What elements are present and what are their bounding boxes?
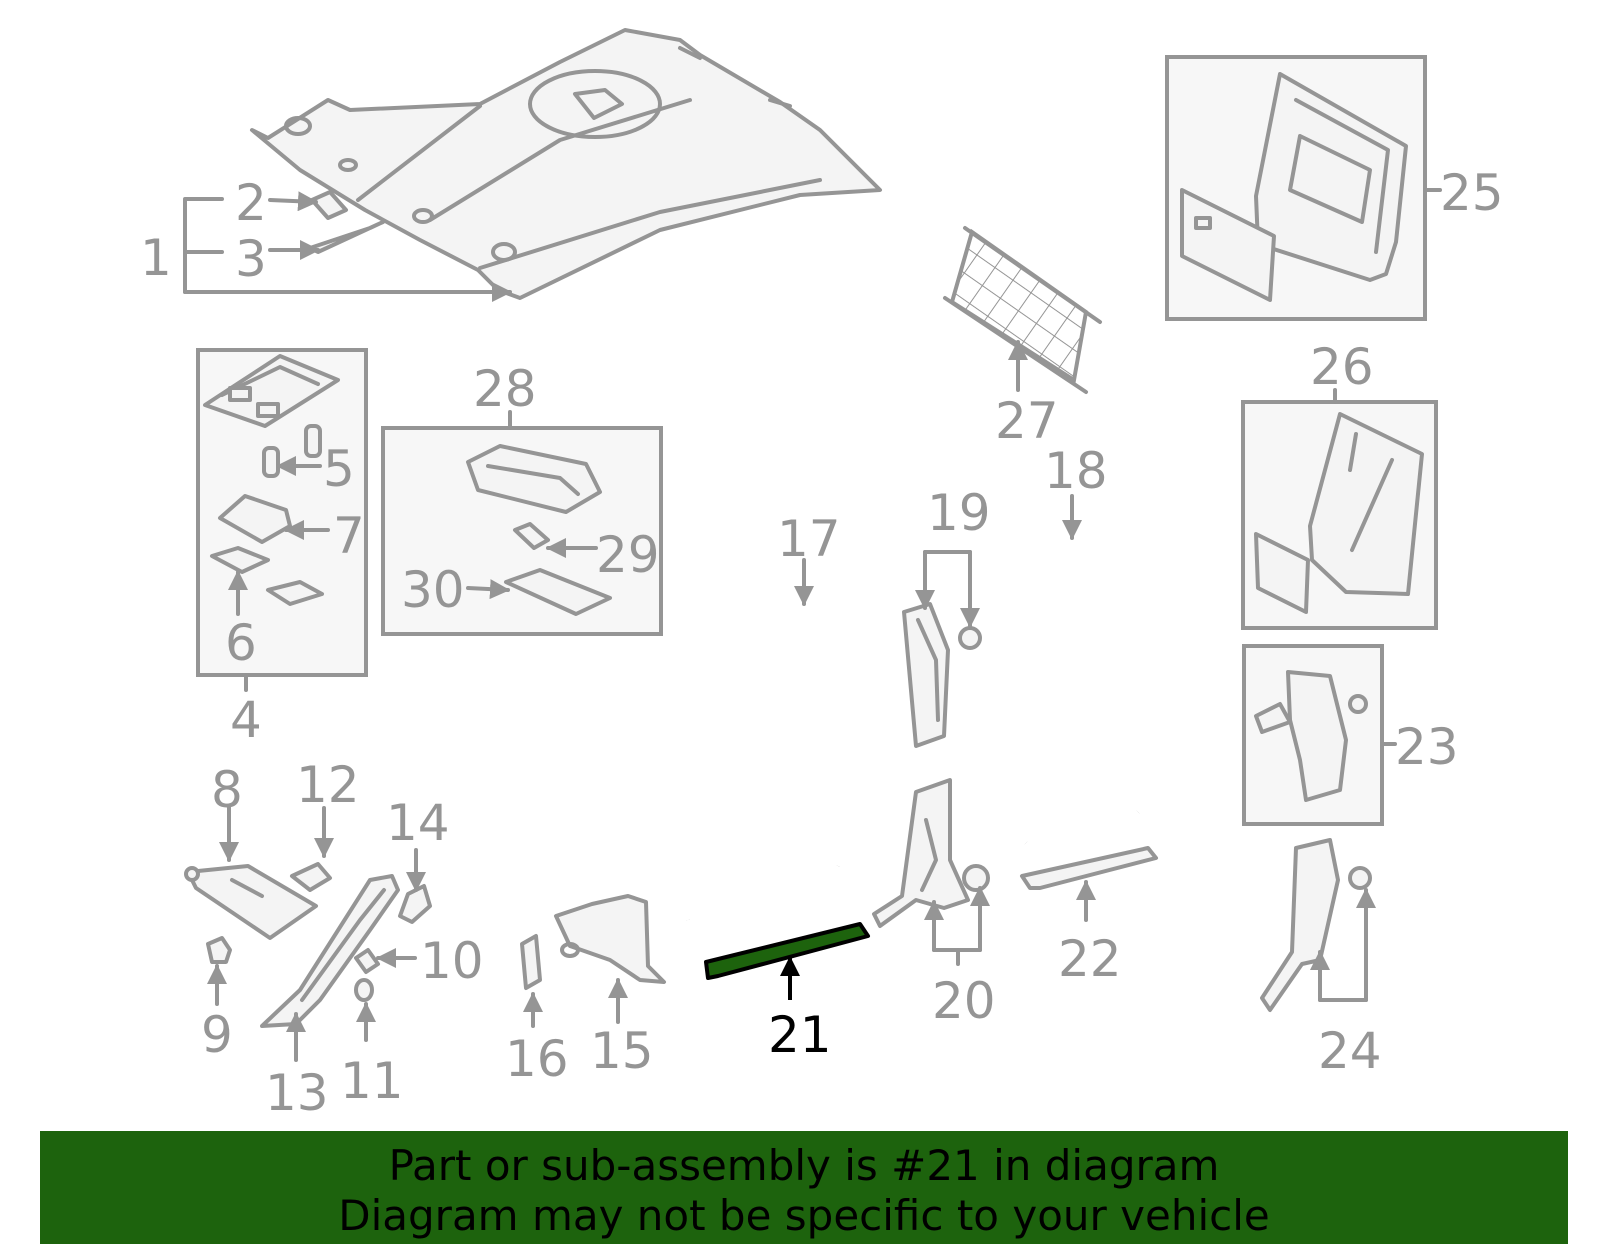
part-10-bracket[interactable]: [354, 948, 380, 974]
part-26-quarter-trim[interactable]: [1254, 412, 1424, 614]
callout-5: 5: [323, 440, 355, 498]
part-25-trim-panel[interactable]: [1180, 72, 1408, 302]
part-21-scuff-plate-highlighted[interactable]: [704, 922, 870, 980]
callout-22: 22: [1058, 930, 1122, 988]
callout-23: 23: [1395, 718, 1459, 776]
callout-21: 21: [768, 1006, 832, 1064]
callout-18: 18: [1044, 442, 1108, 500]
callout-15: 15: [590, 1022, 654, 1080]
part-22-scuff-plate[interactable]: [1020, 846, 1158, 890]
banner-line-1: Part or sub-assembly is #21 in diagram: [388, 1141, 1220, 1190]
part-24-lower-pillar[interactable]: [1260, 838, 1372, 1012]
callout-19: 19: [927, 484, 991, 542]
part-11-grommet[interactable]: [354, 978, 374, 1002]
part-2-pad[interactable]: [310, 190, 348, 220]
part-30-lens[interactable]: [504, 568, 612, 616]
part-20-pillar-lower[interactable]: [872, 778, 990, 928]
part-23-pillar-trim[interactable]: [1254, 670, 1368, 802]
callout-7: 7: [333, 507, 365, 565]
part-6-lens[interactable]: [210, 546, 270, 574]
callout-25: 25: [1440, 164, 1504, 222]
callout-24: 24: [1318, 1022, 1382, 1080]
callout-12: 12: [296, 756, 360, 814]
part-15-cowl-trim[interactable]: [554, 894, 666, 984]
callout-20: 20: [932, 972, 996, 1030]
callout-17: 17: [777, 510, 841, 568]
callout-1: 1: [140, 229, 172, 287]
callout-6: 6: [225, 614, 257, 672]
banner-line-2: Diagram may not be specific to your vehi…: [338, 1191, 1270, 1240]
part-8-sun-visor[interactable]: [184, 864, 318, 940]
headliner-part-1[interactable]: [250, 28, 882, 300]
callout-16: 16: [505, 1030, 569, 1088]
callout-3: 3: [235, 230, 267, 288]
part-18-door-weatherstrip[interactable]: [994, 526, 1180, 846]
callout-8: 8: [211, 761, 243, 819]
callout-9: 9: [201, 1006, 233, 1064]
part-28-dome-lamp[interactable]: [466, 444, 602, 514]
part-7-switch[interactable]: [218, 494, 292, 544]
notice-banner: Part or sub-assembly is #21 in diagram D…: [40, 1131, 1568, 1244]
part-12-visor-holder[interactable]: [290, 862, 332, 892]
leader-30: [466, 579, 510, 600]
callout-29: 29: [596, 526, 660, 584]
callout-13: 13: [265, 1064, 329, 1122]
part-3-strip[interactable]: [308, 220, 385, 254]
callout-26: 26: [1310, 338, 1374, 396]
parts-diagram: 1 2 3 5 7 6 4 28 29 30 27: [140, 28, 1504, 1122]
callout-30: 30: [401, 561, 465, 619]
part-9-visor-clip[interactable]: [206, 936, 232, 964]
part-27-cargo-net[interactable]: [943, 226, 1102, 394]
callout-11: 11: [340, 1052, 404, 1110]
callout-4: 4: [230, 691, 262, 749]
leader-2: [268, 191, 318, 212]
callout-27: 27: [995, 392, 1059, 450]
part-17-door-weatherstrip[interactable]: [668, 584, 882, 921]
part-5-bulbs[interactable]: [262, 424, 322, 478]
callout-2: 2: [235, 174, 267, 232]
part-6b-cover[interactable]: [266, 580, 324, 606]
callout-28: 28: [473, 360, 537, 418]
part-4-map-lamp[interactable]: [203, 354, 340, 428]
callout-14: 14: [386, 794, 450, 852]
part-16-clip[interactable]: [520, 934, 542, 990]
callout-10: 10: [420, 932, 484, 990]
part-19-pillar-trim[interactable]: [902, 602, 982, 748]
